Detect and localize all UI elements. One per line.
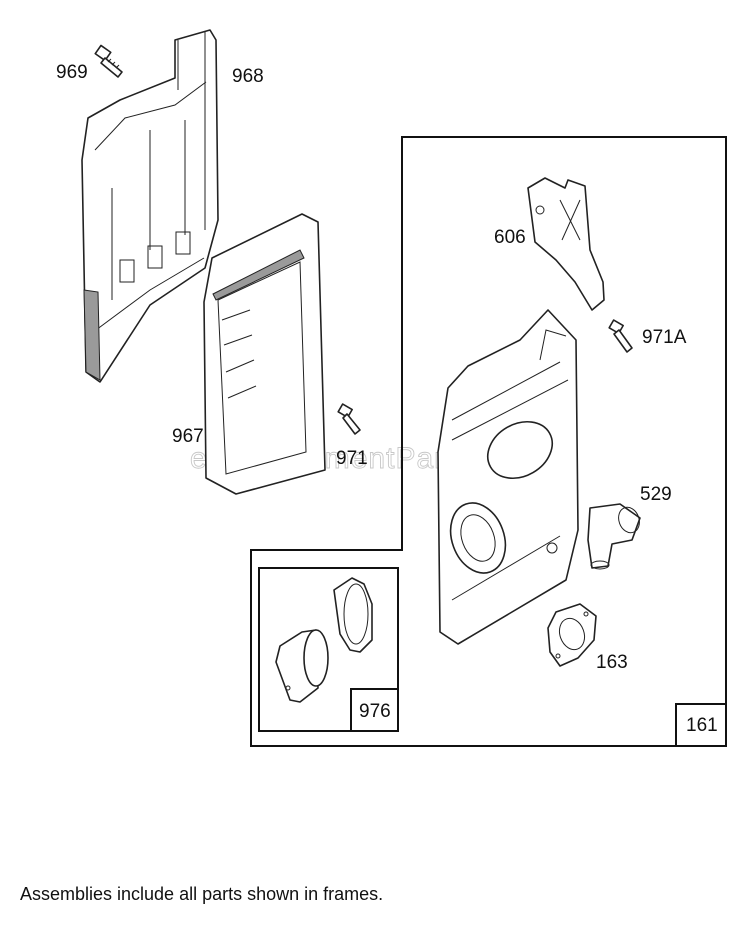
bracket-606 xyxy=(527,177,605,311)
air-filter xyxy=(203,213,326,495)
frame-161 xyxy=(250,136,727,747)
frame-161-label-box xyxy=(675,703,727,747)
frame-976 xyxy=(258,567,399,732)
back-plate xyxy=(437,309,579,645)
pre-filter-976 xyxy=(275,577,373,703)
callout-971a: 971A xyxy=(642,327,687,348)
screw-969 xyxy=(94,44,123,78)
frame-976-label: 976 xyxy=(359,701,391,722)
frame-161-label: 161 xyxy=(686,715,718,736)
footer-note: Assemblies include all parts shown in fr… xyxy=(20,884,384,904)
screw-971a xyxy=(608,319,633,353)
callout-606: 606 xyxy=(494,227,526,248)
callout-529: 529 xyxy=(640,484,672,505)
frame-976-label-box xyxy=(350,688,399,732)
callout-971: 971 xyxy=(336,448,368,469)
gasket-163 xyxy=(547,603,597,667)
callout-968: 968 xyxy=(232,66,264,87)
callout-967: 967 xyxy=(172,426,204,447)
elbow-529 xyxy=(587,503,641,570)
callout-969: 969 xyxy=(56,62,88,83)
screw-971 xyxy=(337,403,361,435)
callout-163: 163 xyxy=(596,652,628,673)
air-cleaner-base xyxy=(81,29,219,383)
